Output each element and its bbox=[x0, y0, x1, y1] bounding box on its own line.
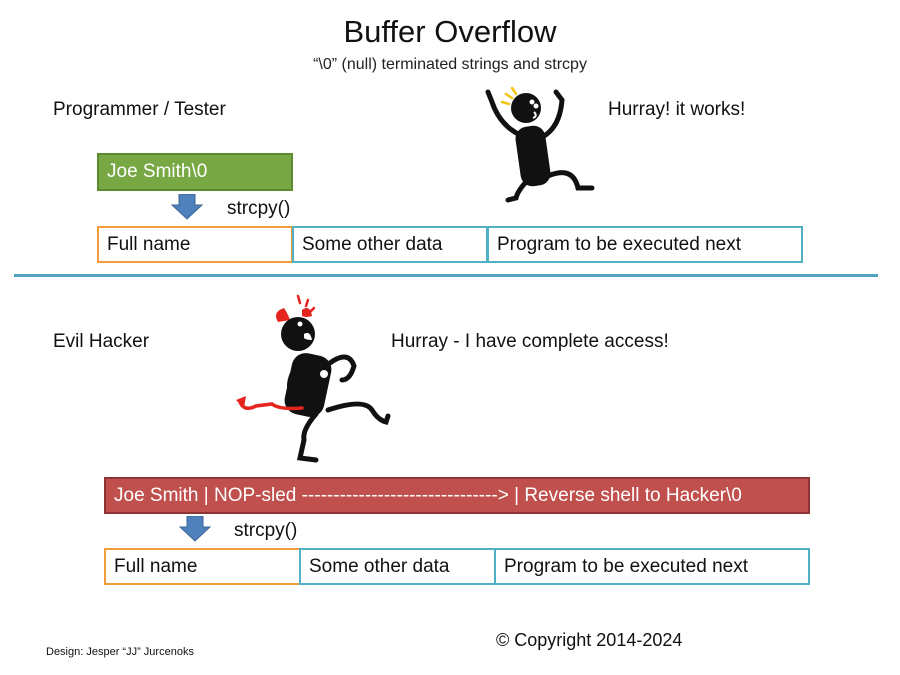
memory-other-data-exploit: Some other data bbox=[299, 548, 496, 585]
down-arrow-icon bbox=[179, 516, 211, 542]
role-programmer: Programmer / Tester bbox=[53, 99, 226, 120]
input-string-normal: Joe Smith\0 bbox=[97, 153, 293, 191]
strcpy-label: strcpy() bbox=[227, 198, 291, 219]
memory-next-program-exploit: Program to be executed next bbox=[494, 548, 810, 585]
memory-next-program: Program to be executed next bbox=[487, 226, 803, 263]
design-credit: Design: Jesper “JJ” Jurcenoks bbox=[46, 646, 194, 658]
strcpy-label-exploit: strcpy() bbox=[234, 520, 298, 541]
section-divider bbox=[14, 274, 878, 277]
page-title: Buffer Overflow bbox=[343, 14, 557, 49]
input-string-exploit: Joe Smith | NOP-sled -------------------… bbox=[104, 477, 810, 514]
copyright: © Copyright 2014-2024 bbox=[496, 630, 683, 650]
memory-full-name-exploit: Full name bbox=[104, 548, 301, 585]
exclaim-works: Hurray! it works! bbox=[608, 99, 746, 120]
devil-figure-icon bbox=[236, 294, 391, 463]
memory-full-name: Full name bbox=[97, 226, 293, 263]
exclaim-access: Hurray - I have complete access! bbox=[391, 331, 669, 352]
down-arrow-icon bbox=[171, 194, 203, 220]
role-hacker: Evil Hacker bbox=[53, 331, 150, 352]
happy-figure-icon bbox=[485, 86, 595, 203]
page-subtitle: “\0” (null) terminated strings and strcp… bbox=[313, 56, 587, 73]
memory-other-data: Some other data bbox=[292, 226, 488, 263]
